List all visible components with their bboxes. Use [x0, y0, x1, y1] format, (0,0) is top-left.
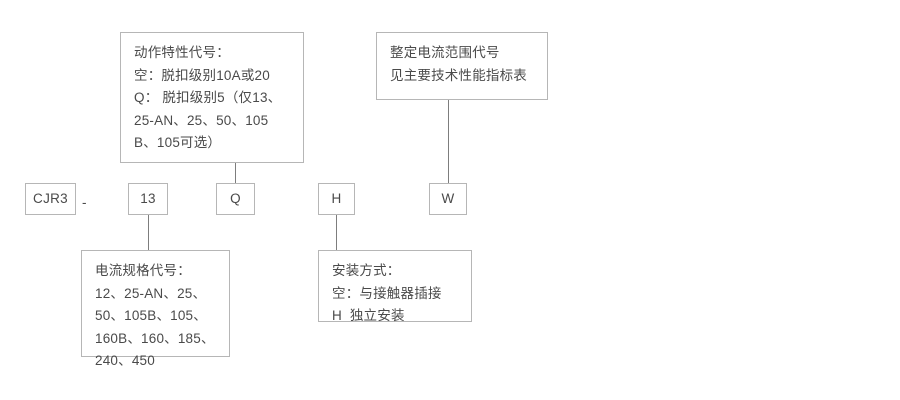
code-box-current-range-label: W: [441, 191, 455, 207]
note-line: H 独立安装: [332, 308, 405, 323]
code-box-series[interactable]: CJR3: [25, 183, 76, 215]
note-line: 空：脱扣级别10A或20: [134, 67, 270, 83]
current-range-note: 整定电流范围代号 见主要技术性能指标表: [376, 32, 548, 100]
code-box-mount-type[interactable]: H: [318, 183, 355, 215]
connector-action-to-q: [235, 163, 236, 183]
code-box-current-spec-label: 13: [140, 191, 156, 207]
code-box-action-char[interactable]: Q: [216, 183, 255, 215]
mounting-note: 安装方式： 空：与接触器插接 H 独立安装: [318, 250, 472, 323]
code-box-current-spec[interactable]: 13: [128, 183, 168, 215]
note-line: 电流规格代号：: [95, 263, 191, 278]
code-box-action-char-label: Q: [230, 191, 241, 207]
series-separator-dash: -: [82, 195, 87, 210]
connector-h-to-mounting-note: [336, 215, 337, 251]
note-line: 240、450: [95, 353, 155, 368]
note-line: 25-AN、25、50、105: [134, 112, 269, 128]
code-box-current-range[interactable]: W: [429, 183, 467, 215]
connector-13-to-current-spec-note: [148, 215, 149, 251]
note-line: 160B、160、185、: [95, 330, 215, 346]
note-line: 12、25-AN、25、: [95, 285, 207, 301]
action-characteristic-note: 动作特性代号： 空：脱扣级别10A或20 Q： 脱扣级别5（仅13、 25-AN…: [120, 32, 304, 163]
note-line: 安装方式：: [332, 263, 401, 278]
note-line: 见主要技术性能指标表: [390, 67, 527, 83]
note-line: 动作特性代号：: [134, 45, 230, 60]
note-line: B、105可选）: [134, 135, 222, 150]
note-line: 空：与接触器插接: [332, 285, 442, 301]
code-box-series-label: CJR3: [33, 191, 68, 207]
note-line: 50、105B、105、: [95, 308, 207, 323]
code-box-mount-type-label: H: [331, 191, 342, 207]
current-spec-note: 电流规格代号： 12、25-AN、25、 50、105B、105、 160B、1…: [81, 250, 230, 368]
connector-range-to-w: [448, 100, 449, 183]
note-line: Q： 脱扣级别5（仅13、: [134, 90, 282, 105]
note-line: 整定电流范围代号: [390, 45, 500, 60]
